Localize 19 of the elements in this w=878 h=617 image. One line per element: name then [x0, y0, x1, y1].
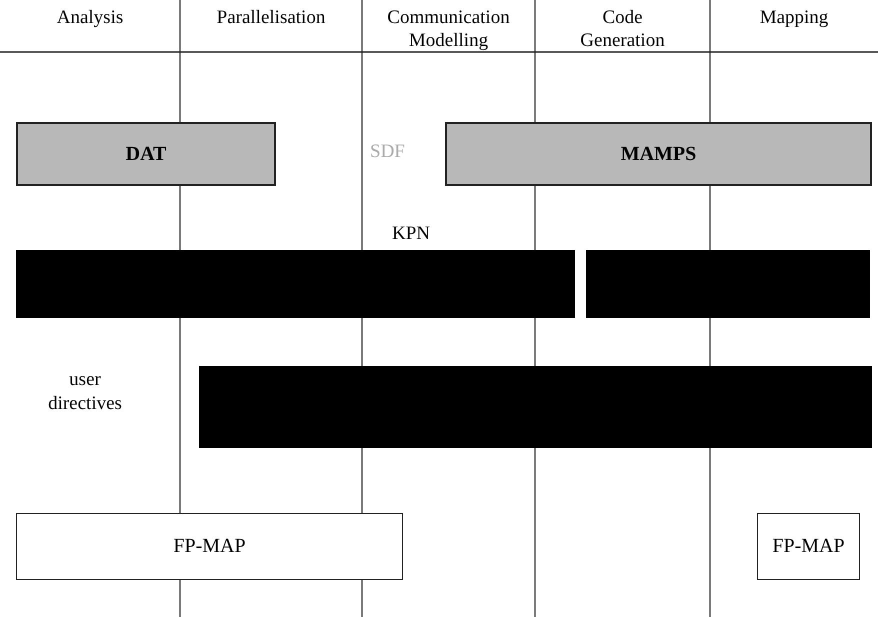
input-label: user directives — [47, 368, 123, 416]
column-header: Communication Modelling — [386, 6, 511, 52]
model-label: KPN — [390, 222, 431, 246]
column-header: Mapping — [758, 6, 830, 29]
tool-name: DAT — [126, 142, 166, 166]
bar — [16, 250, 575, 318]
tool-box — [16, 513, 403, 580]
bar — [586, 250, 870, 318]
tool-name: MAMPS — [620, 142, 696, 166]
column-header: Code Generation — [579, 6, 666, 52]
tool-box — [16, 122, 276, 186]
tool-name: FP-MAP — [772, 535, 845, 558]
column-header: Parallelisation — [216, 6, 326, 29]
tool-box — [445, 122, 872, 186]
tool-name: FP-MAP — [173, 535, 246, 558]
tool-box — [757, 513, 860, 580]
model-label: SDF — [370, 140, 402, 164]
bar — [199, 366, 872, 448]
column-header: Analysis — [56, 6, 124, 29]
